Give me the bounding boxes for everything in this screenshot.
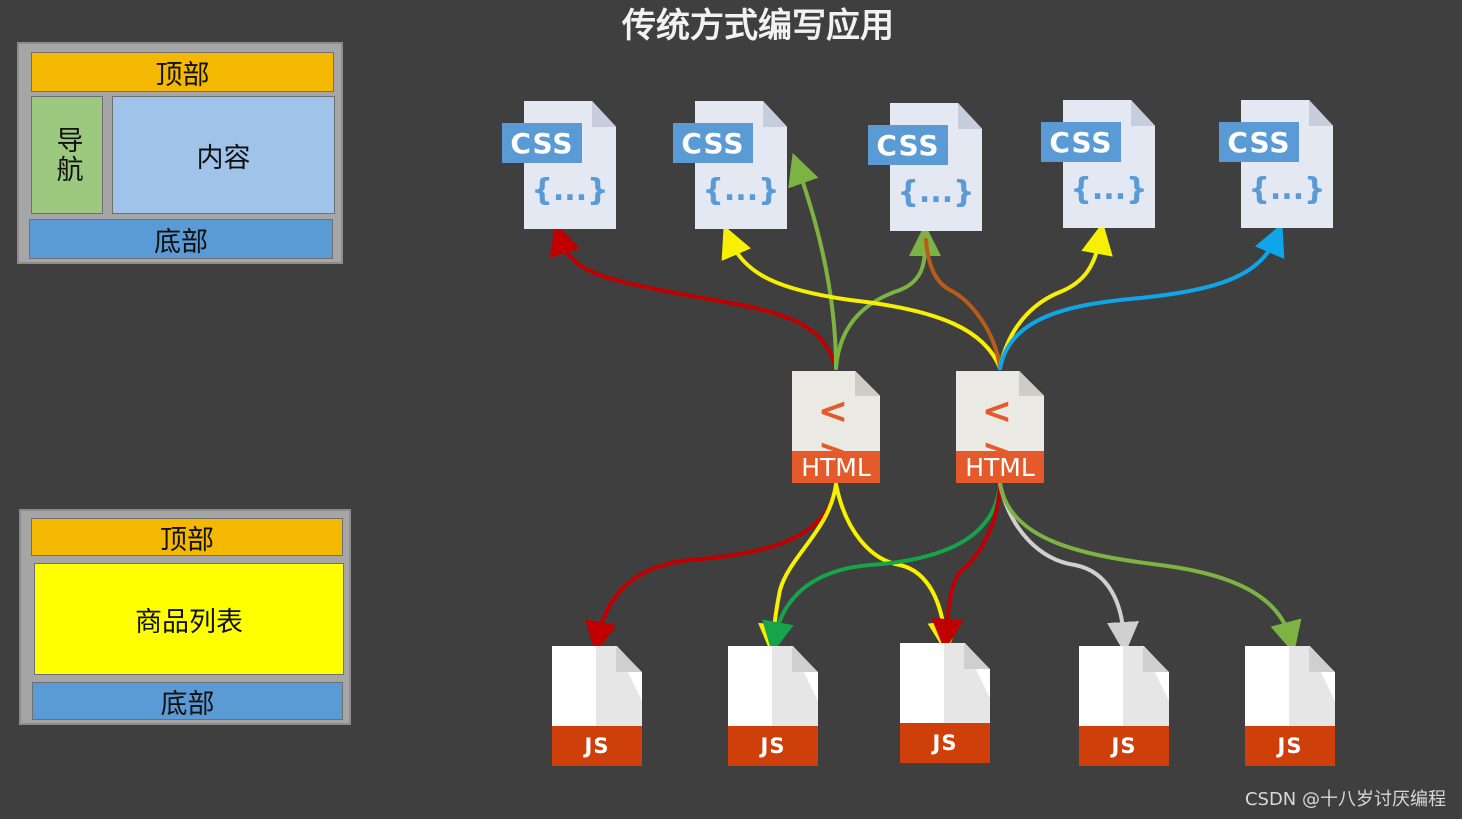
css-file-badge: CSS bbox=[868, 125, 948, 165]
js-file-label: JS bbox=[900, 723, 990, 763]
arrow-html1-js1 bbox=[585, 482, 838, 654]
arrow-html1-css1 bbox=[549, 222, 838, 370]
js-file-fold bbox=[792, 646, 818, 672]
css-file-2: CSS {...} bbox=[673, 101, 787, 231]
arrow-html2-css2 bbox=[721, 225, 1002, 370]
css-braces-icon: {...} bbox=[1070, 172, 1148, 207]
layout-wireframe-2: 顶部 商品列表 底部 bbox=[19, 509, 351, 725]
arrow-html2-js3 bbox=[931, 482, 1002, 651]
css-file-5: CSS {...} bbox=[1219, 100, 1333, 230]
arrow-html2-css4 bbox=[998, 222, 1113, 370]
js-file-label: JS bbox=[728, 726, 818, 766]
js-file-fold bbox=[1143, 646, 1169, 672]
js-file-label: JS bbox=[1245, 726, 1335, 766]
layout-wireframe-1: 顶部 导航 内容 底部 bbox=[17, 42, 343, 264]
js-file-label: JS bbox=[1079, 726, 1169, 766]
js-file-4: JS bbox=[1079, 646, 1171, 770]
html-file-label: HTML bbox=[792, 451, 880, 483]
css-braces-icon: {...} bbox=[1248, 172, 1326, 207]
js-file-3: JS bbox=[900, 643, 992, 767]
layout1-top-block: 顶部 bbox=[31, 52, 334, 92]
layout1-bottom-block: 底部 bbox=[29, 219, 333, 259]
html-file-2: < > HTML bbox=[956, 371, 1044, 483]
arrow-html1-css3 bbox=[834, 224, 941, 370]
css-file-3: CSS {...} bbox=[868, 103, 982, 233]
arrow-html1-js3 bbox=[834, 482, 960, 654]
layout1-content-block: 内容 bbox=[112, 96, 335, 214]
arrow-html2-js2 bbox=[762, 482, 1002, 654]
layout1-nav-label: 导航 bbox=[51, 126, 83, 184]
arrow-html2-js5 bbox=[998, 482, 1302, 654]
css-braces-icon: {...} bbox=[531, 173, 609, 208]
arrow-html2-css3 bbox=[924, 238, 1002, 370]
js-file-fold bbox=[1309, 646, 1335, 672]
arrow-html2-js4 bbox=[998, 482, 1139, 654]
layout2-top-block: 顶部 bbox=[31, 518, 343, 556]
js-file-5: JS bbox=[1245, 646, 1339, 770]
css-braces-icon: {...} bbox=[702, 173, 780, 208]
css-file-4: CSS {...} bbox=[1041, 100, 1155, 230]
html-file-1: < > HTML bbox=[792, 371, 880, 483]
css-file-badge: CSS bbox=[1041, 122, 1121, 162]
css-braces-icon: {...} bbox=[897, 175, 975, 210]
js-file-1: JS bbox=[552, 646, 642, 766]
js-file-label: JS bbox=[552, 726, 642, 766]
css-file-1: CSS {...} bbox=[502, 101, 616, 231]
js-file-2: JS bbox=[728, 646, 818, 766]
arrow-html1-css2 bbox=[788, 152, 838, 370]
css-file-badge: CSS bbox=[502, 123, 582, 163]
js-file-fold bbox=[616, 646, 642, 672]
layout2-bottom-block: 底部 bbox=[32, 682, 343, 720]
watermark: CSDN @十八岁讨厌编程 bbox=[1244, 789, 1446, 810]
js-file-fold bbox=[964, 643, 990, 669]
css-file-badge: CSS bbox=[1219, 122, 1299, 162]
layout1-nav-block: 导航 bbox=[31, 96, 103, 214]
css-file-badge: CSS bbox=[673, 123, 753, 163]
page-title: 传统方式编写应用 bbox=[622, 6, 894, 46]
html-file-label: HTML bbox=[956, 451, 1044, 483]
arrow-html2-css5 bbox=[998, 223, 1285, 370]
layout2-product-list-block: 商品列表 bbox=[34, 563, 344, 675]
